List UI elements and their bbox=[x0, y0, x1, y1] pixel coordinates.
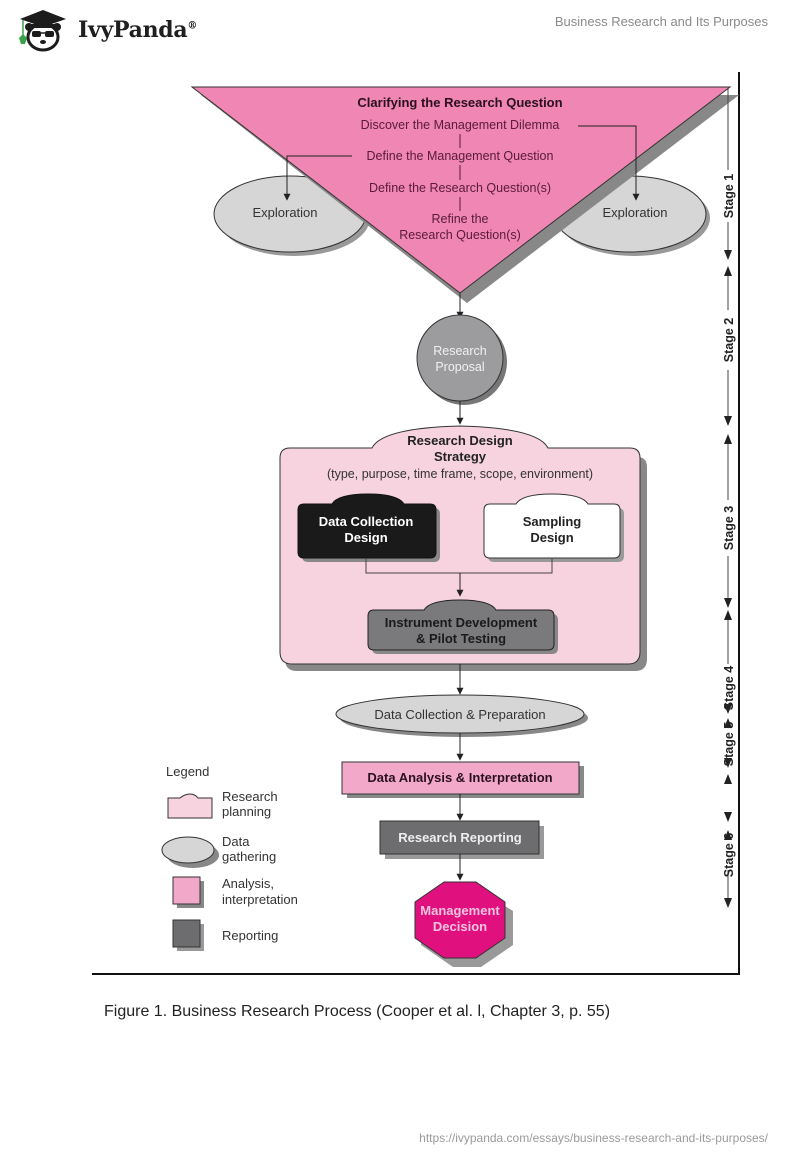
legend-swatch-analysis bbox=[172, 876, 204, 908]
design-subtitle: (type, purpose, time frame, scope, envir… bbox=[327, 467, 593, 481]
page-title: Business Research and Its Purposes bbox=[554, 14, 768, 29]
panda-graduate-icon bbox=[19, 10, 66, 52]
legend-swatch-reporting bbox=[172, 919, 204, 951]
legend-analysis-line1: Analysis, bbox=[222, 876, 274, 891]
data-collection-line1: Data Collection bbox=[319, 514, 414, 529]
step-refine-line2: Research Question(s) bbox=[399, 228, 521, 242]
sampling-line1: Sampling bbox=[523, 514, 582, 529]
proposal-line2: Proposal bbox=[435, 360, 484, 374]
source-url[interactable]: https://ivypanda.com/essays/business-res… bbox=[419, 1131, 768, 1145]
instrument-line2: & Pilot Testing bbox=[416, 631, 506, 646]
legend-gathering-line1: Data bbox=[222, 834, 250, 849]
business-research-process-diagram: Clarifying the Research Question Discove… bbox=[92, 72, 740, 975]
brand-logo[interactable]: IvyPanda® bbox=[14, 8, 197, 52]
legend-swatch-gathering bbox=[161, 836, 219, 868]
arrow-to-exploration-right bbox=[578, 125, 640, 201]
clarifying-triangle bbox=[190, 86, 732, 294]
exploration-ellipse-left bbox=[213, 175, 370, 256]
legend-reporting-line1: Reporting bbox=[222, 928, 278, 943]
registered-mark: ® bbox=[187, 20, 198, 32]
sampling-line2: Design bbox=[530, 530, 573, 545]
step-refine-line1: Refine the bbox=[432, 212, 489, 226]
arrow-to-exploration-left bbox=[283, 155, 352, 201]
legend-planning-line2: planning bbox=[222, 804, 271, 819]
research-proposal-circle bbox=[416, 314, 507, 405]
legend-swatch-planning bbox=[167, 793, 213, 819]
stage-2-label: Stage 2 bbox=[722, 318, 736, 363]
brand-text: IvyPanda bbox=[78, 17, 188, 43]
step-define-research: Define the Research Question(s) bbox=[369, 181, 551, 195]
exploration-right-label: Exploration bbox=[602, 205, 667, 220]
stage-5-label: Stage 5 bbox=[722, 722, 736, 767]
figure-caption: Figure 1. Business Research Process (Coo… bbox=[104, 1003, 611, 1020]
stage-3-label: Stage 3 bbox=[722, 506, 736, 551]
decision-line1: Management bbox=[420, 903, 500, 918]
stage1-title: Clarifying the Research Question bbox=[357, 95, 562, 110]
legend-analysis-line2: interpretation bbox=[222, 892, 298, 907]
legend-planning-line1: Research bbox=[222, 789, 278, 804]
step-define-mgmt: Define the Management Question bbox=[367, 149, 554, 163]
stage-4-label: Stage 4 bbox=[722, 666, 736, 711]
instrument-line1: Instrument Development bbox=[385, 615, 538, 630]
proposal-line1: Research bbox=[433, 344, 487, 358]
stage-1-label: Stage 1 bbox=[722, 174, 736, 219]
decision-line2: Decision bbox=[433, 919, 487, 934]
step-discover: Discover the Management Dilemma bbox=[361, 118, 560, 132]
stage-arrowheads bbox=[724, 250, 732, 908]
data-collection-preparation-ellipse bbox=[335, 694, 588, 737]
exploration-left-label: Exploration bbox=[252, 205, 317, 220]
data-analysis-box bbox=[341, 761, 584, 798]
data-analysis-label: Data Analysis & Interpretation bbox=[367, 770, 552, 785]
stage-6-label: Stage 6 bbox=[722, 833, 736, 878]
data-collection-preparation-label: Data Collection & Preparation bbox=[374, 707, 545, 722]
design-title-line2: Strategy bbox=[434, 449, 487, 464]
data-collection-design-box bbox=[297, 493, 440, 562]
design-connector bbox=[365, 558, 553, 574]
sampling-design-box bbox=[483, 493, 624, 562]
legend: Legend Research planning Data gathering … bbox=[161, 764, 298, 951]
instrument-development-box bbox=[367, 599, 558, 654]
design-title-line1: Research Design bbox=[407, 433, 513, 448]
research-reporting-box bbox=[379, 820, 544, 859]
data-collection-line2: Design bbox=[344, 530, 387, 545]
legend-title: Legend bbox=[166, 764, 209, 779]
legend-gathering-line2: gathering bbox=[222, 849, 276, 864]
brand-name: IvyPanda® bbox=[78, 17, 197, 43]
research-reporting-label: Research Reporting bbox=[398, 830, 522, 845]
management-decision-octagon bbox=[414, 881, 513, 967]
